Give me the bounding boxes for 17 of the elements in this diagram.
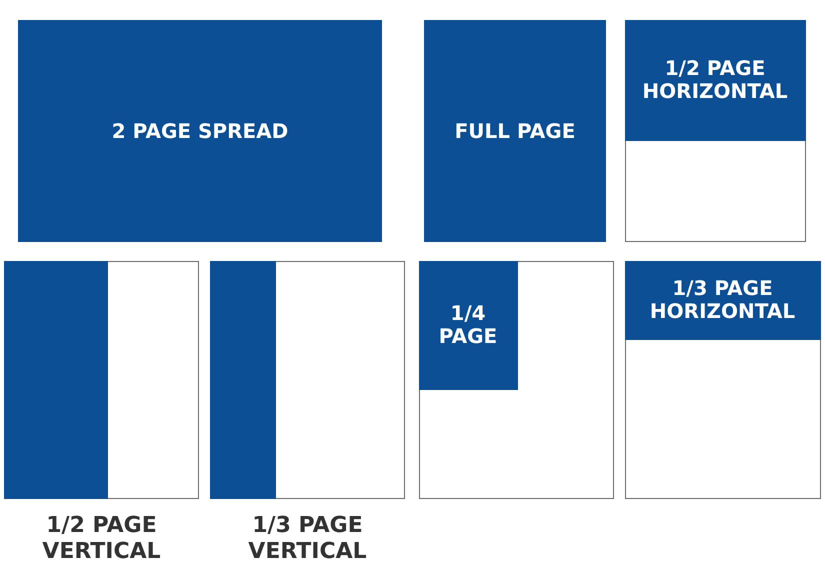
size-label: 1/2 PAGE VERTICAL (41, 513, 162, 566)
size-label: 1/2 PAGE HORIZONTAL (641, 57, 789, 103)
size-label: 1/4 PAGE (438, 302, 498, 348)
page-outline (625, 20, 806, 242)
page-outline (419, 261, 614, 499)
ad-block (4, 260, 108, 498)
ad-block (624, 260, 820, 340)
ad-block (18, 20, 382, 242)
size-label: FULL PAGE (454, 120, 576, 142)
size-label: 1/3 PAGE HORIZONTAL (648, 277, 796, 323)
ad-block (424, 20, 606, 242)
ad-block (210, 260, 276, 498)
ad-block (624, 20, 806, 140)
page-outline (625, 261, 821, 499)
size-label: 2 PAGE SPREAD (112, 120, 288, 142)
ad-block (418, 260, 518, 390)
size-label: 1/3 PAGE VERTICAL (247, 513, 368, 566)
